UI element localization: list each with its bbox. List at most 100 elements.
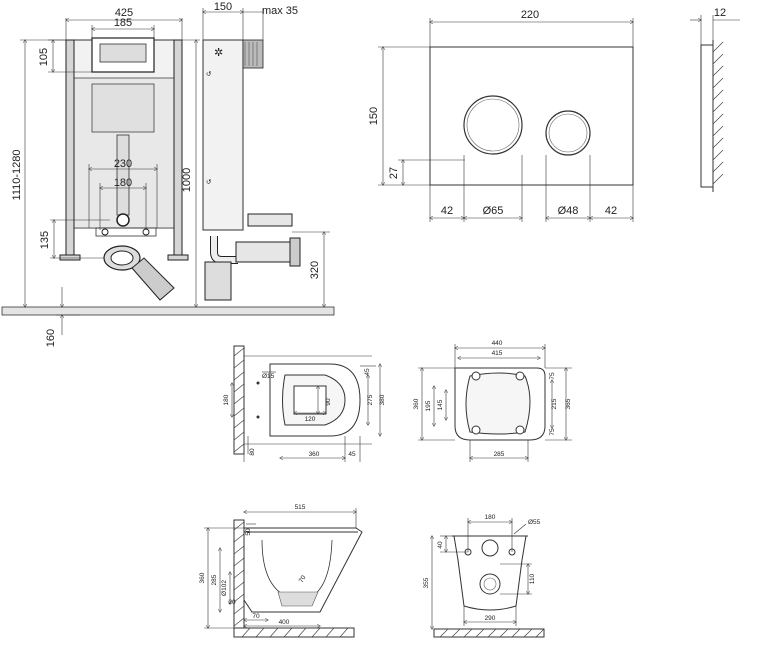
bolt-bar [95, 227, 157, 237]
dim-seat-75-bottom: 75 [549, 428, 556, 436]
dim-flush-box-height: 105 [38, 48, 50, 66]
valve-icon: ✲ [214, 47, 223, 59]
bowl-rear-view: 180 Ø55 40 355 110 290 [423, 514, 545, 638]
dim-left-margin: 42 [441, 205, 453, 217]
drain-pipe-side [204, 261, 232, 301]
dim-bowl-70-base: 70 [252, 613, 260, 620]
dim-seat-285: 285 [494, 451, 505, 458]
dim-fixing-from-floor: 80 [249, 448, 256, 456]
dim-bolt-spacing-230: 230 [114, 158, 132, 170]
flush-connector [247, 213, 293, 227]
dim-rear-base-width: 290 [485, 615, 496, 622]
dim-rear-height: 355 [423, 577, 430, 588]
dim-rear-40: 40 [437, 541, 444, 549]
dim-fixing-hole-diameter: Ø15 [262, 373, 275, 380]
dim-width-380: 380 [379, 394, 386, 405]
fixing-hole-bottom [256, 415, 260, 419]
bowl-plan-view: Ø15 180 80 90 120 45 275 380 360 45 [223, 345, 386, 462]
dim-seat-215: 215 [551, 398, 558, 409]
wall-hatch [712, 41, 724, 185]
drain-connector [235, 241, 297, 263]
bolt-left [101, 228, 109, 236]
dim-large-button-diameter: Ø65 [483, 205, 504, 217]
dim-small-button-diameter: Ø48 [558, 205, 579, 217]
dim-bowl-length: 515 [295, 504, 306, 511]
dim-frame-width: 425 [115, 7, 133, 19]
dim-bowl-50: 50 [245, 528, 252, 536]
dim-max-depth: max 35 [262, 5, 298, 17]
plate-side-profile [700, 44, 714, 188]
frame-front-view: 425 185 105 1110-1280 1000 230 180 135 [1, 7, 335, 347]
dim-seat-440: 440 [492, 340, 503, 347]
seat-plan-view: 440 415 360 195 145 75 215 365 75 285 [413, 340, 572, 462]
dim-plate-width: 220 [521, 9, 539, 21]
dim-plate-height: 150 [368, 107, 380, 125]
dim-bolt-spacing-180: 180 [114, 177, 132, 189]
dim-seat-195: 195 [425, 400, 432, 411]
seat-bumper-br [515, 425, 525, 435]
bowl-inner-plan [293, 385, 327, 415]
dim-bowl-285: 285 [211, 574, 218, 585]
dim-rear-inlet-diameter: Ø55 [528, 519, 541, 526]
frame-foot-right [167, 254, 189, 261]
flush-plate [429, 46, 634, 186]
floor-section-side [233, 627, 355, 638]
dim-outlet-distance: 135 [39, 231, 51, 249]
flush-plate-side: 12 [690, 7, 740, 192]
dim-drain-height: 320 [309, 261, 321, 279]
dim-frame-height: 1000 [181, 168, 193, 192]
water-trap [277, 591, 319, 607]
dim-inner-120: 120 [305, 416, 316, 423]
dim-right-margin: 42 [605, 205, 617, 217]
floor-section-rear [433, 628, 545, 638]
dim-top-45: 45 [364, 368, 371, 376]
dim-flush-box-width: 185 [114, 17, 132, 29]
flush-outlet [116, 213, 130, 227]
frame-leg-left [65, 39, 75, 261]
dim-floor-height: 160 [45, 329, 57, 347]
dim-bowl-20: 20 [228, 599, 236, 606]
seat-ring [465, 372, 531, 435]
flush-plate-front: 220 150 27 42 Ø65 Ø48 42 [368, 9, 633, 222]
seat-hinge-tl [471, 371, 481, 381]
dim-frame-height-range: 1110-1280 [11, 150, 23, 201]
small-flush-button [545, 110, 591, 156]
dim-seat-145: 145 [437, 399, 444, 410]
dim-frame-depth: 150 [214, 1, 232, 13]
seat-hinge-tr [515, 371, 525, 381]
dim-bowl-height-360: 360 [199, 572, 206, 583]
drain-cap [289, 237, 301, 267]
dim-seat-365: 365 [565, 398, 572, 409]
dim-button-offset: 27 [388, 167, 400, 179]
hook-icon-bottom: ↺ [206, 179, 211, 186]
dim-seat-415: 415 [492, 350, 503, 357]
dim-plate-thickness: 12 [714, 7, 726, 19]
frame-foot-left [59, 254, 81, 261]
dim-rear-180: 180 [485, 514, 496, 521]
cistern-inner [91, 83, 155, 133]
bowl-side-view: 515 50 360 285 Ø102 20 70 70 400 [199, 504, 363, 638]
rear-drain-outlet [479, 573, 501, 595]
rear-flush-inlet [481, 539, 499, 557]
dim-bottom-45: 45 [348, 451, 356, 458]
dim-bowl-70-angled: 70 [298, 574, 308, 584]
drain-opening [110, 250, 134, 266]
dim-width-275: 275 [367, 394, 374, 405]
dim-length-360: 360 [309, 451, 320, 458]
dim-inner-90: 90 [325, 398, 332, 406]
dim-bowl-base-length: 400 [279, 619, 290, 626]
large-flush-button [463, 95, 523, 155]
dim-rear-110: 110 [529, 573, 536, 584]
flush-pipe [116, 134, 130, 216]
frame-side-body [202, 39, 244, 231]
dim-outlet-diameter: Ø102 [221, 580, 228, 596]
hook-icon-top: ↺ [206, 71, 211, 78]
dim-fixing-spacing: 180 [223, 394, 230, 405]
dim-seat-360: 360 [413, 398, 420, 409]
dim-seat-75-top: 75 [549, 372, 556, 380]
flush-mechanism [99, 43, 147, 63]
frame-leg-right [173, 39, 183, 261]
floor-line [1, 306, 335, 316]
fixing-hole-top [256, 381, 260, 385]
